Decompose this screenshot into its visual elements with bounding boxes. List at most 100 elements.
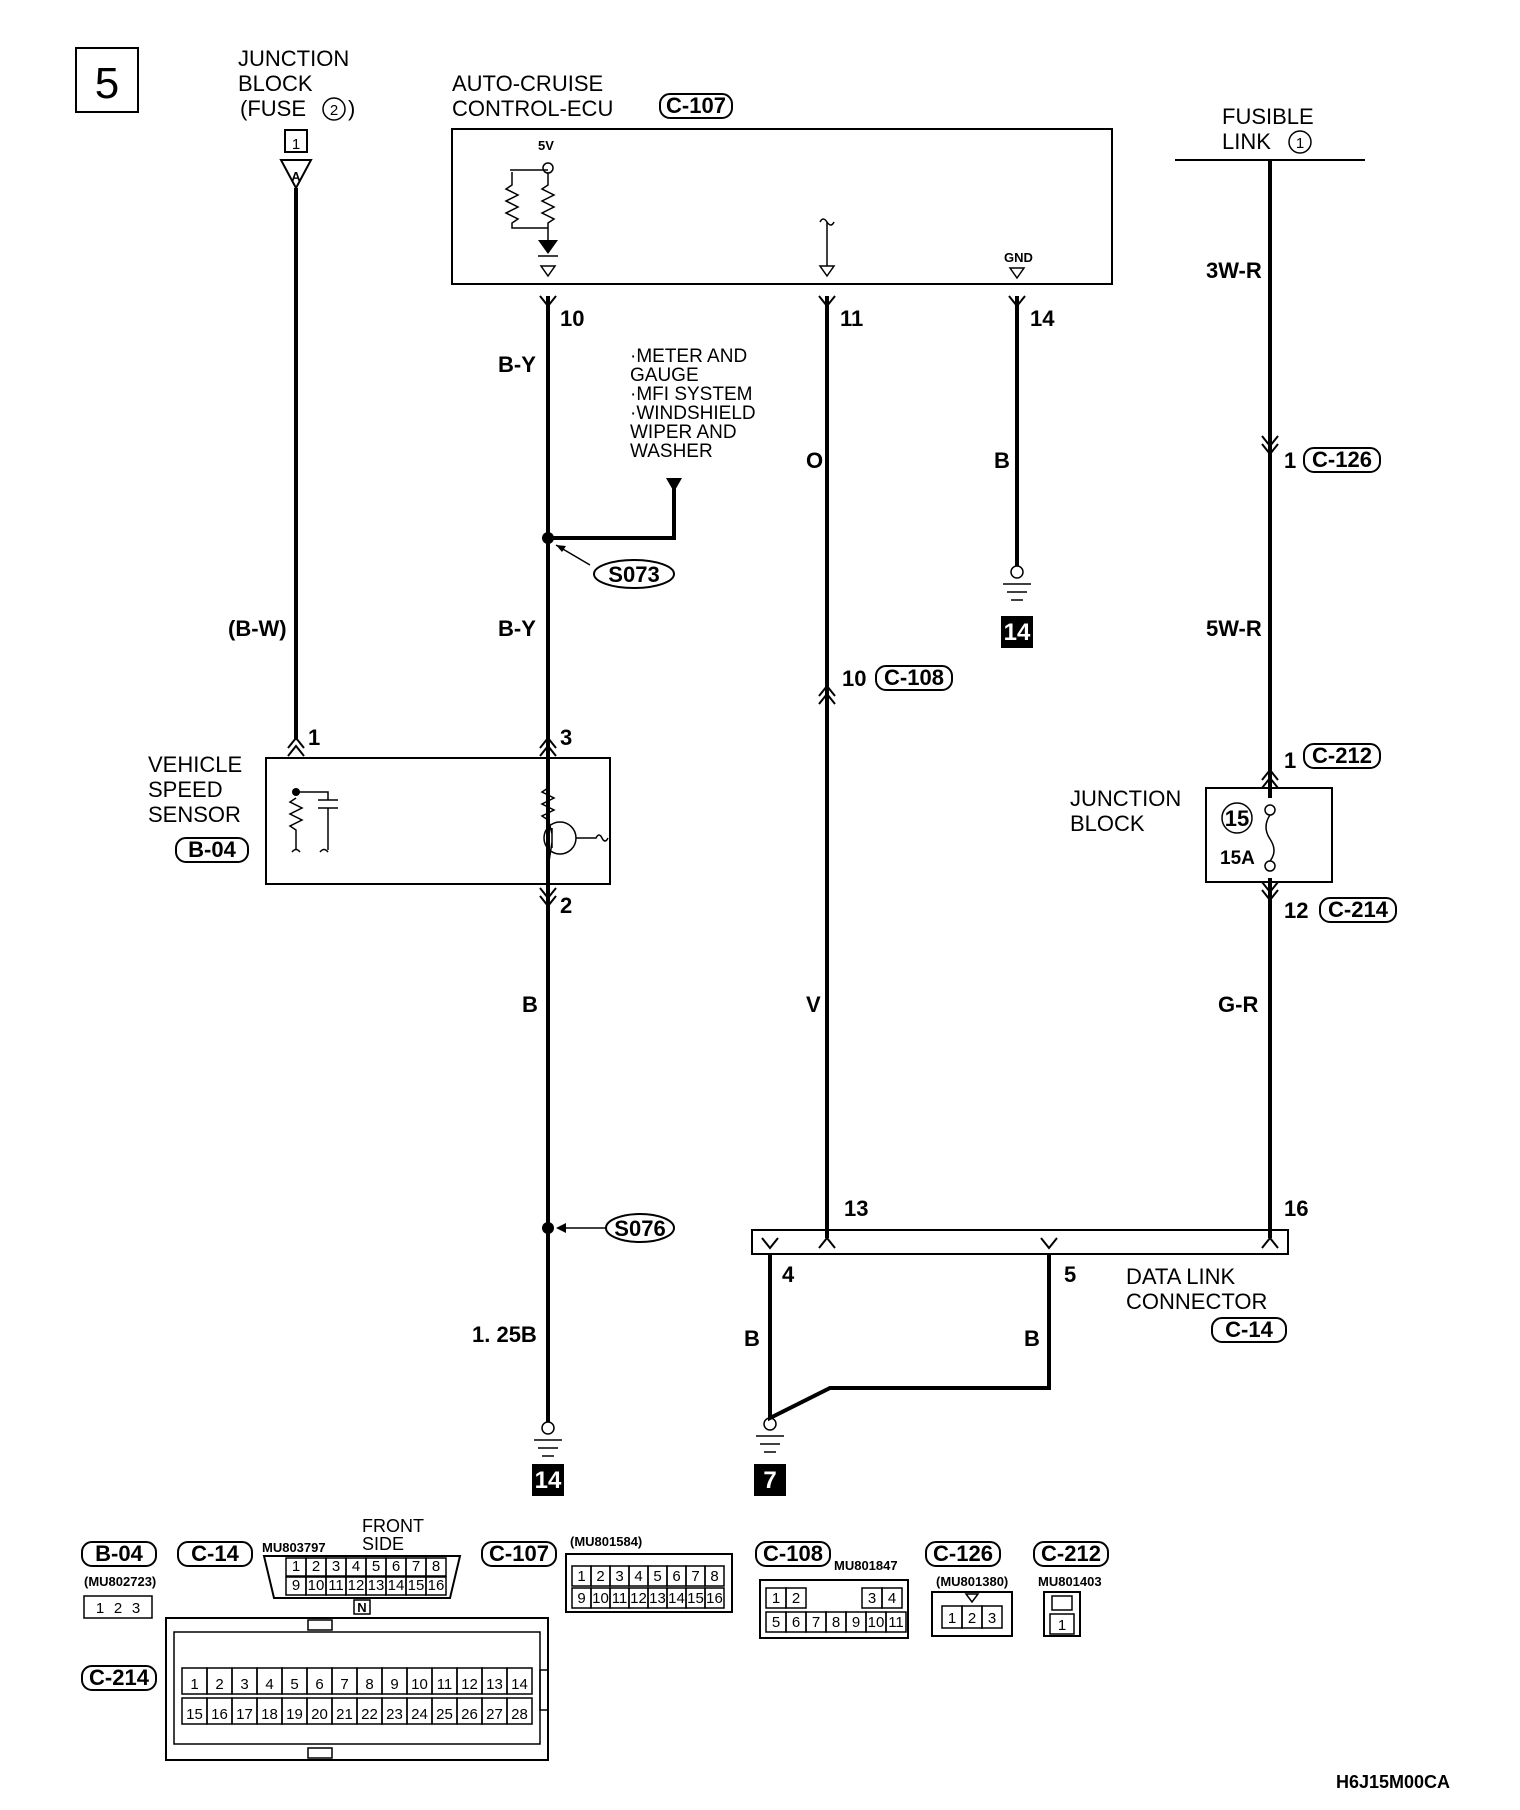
ecu-connector-badge: C-107 xyxy=(666,93,726,118)
c107-view-label: C-107 xyxy=(489,1541,549,1566)
wire-5wr: 5W-R xyxy=(1206,616,1262,641)
pin-ecu-11: 11 xyxy=(840,306,863,331)
c107-cell: 9 xyxy=(577,1590,585,1607)
c214-badge: C-214 xyxy=(1328,897,1389,922)
ecu-label-1: AUTO-CRUISE xyxy=(452,71,603,96)
destination-list: ·METER AND GAUGE ·MFI SYSTEM ·WINDSHIELD… xyxy=(630,346,756,462)
c107-cell: 3 xyxy=(615,1568,623,1585)
c14-side: SIDE xyxy=(362,1534,404,1554)
jb-fuse-label-end: ) xyxy=(348,96,355,121)
c14-cell: 8 xyxy=(432,1558,440,1575)
c107-cell: 2 xyxy=(596,1568,604,1585)
fusible-link: FUSIBLE LINK 1 xyxy=(1175,104,1365,161)
c108-cell: 11 xyxy=(888,1614,904,1631)
c214-cell: 15 xyxy=(186,1706,203,1723)
data-link-connector: DATA LINK CONNECTOR C-14 xyxy=(751,1229,1289,1343)
c126-cell: 2 xyxy=(968,1610,976,1627)
c214-cell-box xyxy=(506,1667,533,1695)
vss-label-1: VEHICLE xyxy=(148,752,242,777)
c214-cell: 1 xyxy=(190,1676,198,1693)
c108-cell: 10 xyxy=(868,1614,885,1631)
c14-cell: 15 xyxy=(408,1577,425,1594)
c212-badge: C-212 xyxy=(1312,743,1372,768)
dlc-label-1: DATA LINK xyxy=(1126,1264,1236,1289)
jb-rating: 15A xyxy=(1220,848,1255,869)
dest-2: GAUGE xyxy=(630,365,699,386)
c126-view-label: C-126 xyxy=(933,1541,993,1566)
jb-label-2: BLOCK xyxy=(1070,811,1145,836)
wire-by-mid: B-Y xyxy=(498,616,536,641)
pin-vss-1: 1 xyxy=(308,725,320,750)
c108-cell: 2 xyxy=(792,1590,800,1607)
c14-part: MU803797 xyxy=(262,1540,326,1555)
c107-cell: 1 xyxy=(577,1568,585,1585)
jb-fuse-label-1: JUNCTION xyxy=(238,46,349,71)
c214-cell: 12 xyxy=(461,1676,478,1693)
c108-view-label: C-108 xyxy=(763,1541,823,1566)
wire-bw: (B-W) xyxy=(228,616,287,641)
wire-gr: G-R xyxy=(1218,992,1258,1017)
c108-part: MU801847 xyxy=(834,1558,898,1573)
c214-cell: 5 xyxy=(290,1676,298,1693)
c107-cell: 8 xyxy=(710,1568,718,1585)
dlc-connector-badge: C-14 xyxy=(1225,1317,1273,1342)
svg-text:A: A xyxy=(291,169,301,184)
c107-cell: 16 xyxy=(706,1590,723,1607)
c107-cell-box xyxy=(704,1587,725,1609)
vss-connector-badge: B-04 xyxy=(188,837,236,862)
vehicle-speed-sensor: VEHICLE SPEED SENSOR B-04 xyxy=(148,752,611,885)
b04-part: (MU802723) xyxy=(84,1574,156,1589)
c14-cell: 1 xyxy=(292,1558,300,1575)
c214-cell: 24 xyxy=(411,1706,428,1723)
c107-cell: 10 xyxy=(592,1590,609,1607)
c14-cell: 10 xyxy=(308,1577,325,1594)
c14-cell: 2 xyxy=(312,1558,320,1575)
c108-cell: 6 xyxy=(792,1614,800,1631)
c214-cell: 11 xyxy=(437,1676,453,1693)
c14-cell: 9 xyxy=(292,1577,300,1594)
c14-cell: 14 xyxy=(388,1577,405,1594)
c214-cell: 18 xyxy=(261,1706,278,1723)
c108-cell-box xyxy=(885,1611,907,1633)
diagram-number-box: 5 xyxy=(75,47,139,113)
c214-cell: 21 xyxy=(336,1706,353,1723)
pin-c108-10: 10 xyxy=(842,666,866,691)
c14-cell: 5 xyxy=(372,1558,380,1575)
c107-cell: 15 xyxy=(687,1590,704,1607)
c14-cell-box xyxy=(425,1576,447,1596)
c108-badge: C-108 xyxy=(884,665,944,690)
c214-cell: 26 xyxy=(461,1706,478,1723)
c107-cell: 7 xyxy=(691,1568,699,1585)
c212-view-label: C-212 xyxy=(1041,1541,1101,1566)
c14-cell: 7 xyxy=(412,1558,420,1575)
dest-4: ·WINDSHIELD xyxy=(630,403,756,424)
fusible-link-label-2: LINK xyxy=(1222,129,1271,154)
ecu-label-2: CONTROL-ECU xyxy=(452,96,613,121)
dest-1: ·METER AND xyxy=(630,346,747,367)
pin-dlc-16: 16 xyxy=(1284,1196,1308,1221)
fusible-link-number: 1 xyxy=(1296,135,1304,152)
c214-cell: 2 xyxy=(215,1676,223,1693)
c108-cell: 3 xyxy=(868,1590,876,1607)
pin-ecu-10: 10 xyxy=(560,306,584,331)
c126-part: (MU801380) xyxy=(936,1574,1008,1589)
splice-s076: S076 xyxy=(614,1216,665,1241)
ground-dlc-7: 7 xyxy=(763,1467,776,1494)
c14-cell: 11 xyxy=(328,1577,344,1594)
c214-cell: 13 xyxy=(486,1676,503,1693)
c214-cell: 25 xyxy=(436,1706,453,1723)
c214-cell: 28 xyxy=(511,1706,528,1723)
c214-cell: 17 xyxy=(236,1706,253,1723)
c214-cell: 19 xyxy=(286,1706,303,1723)
c14-cell: 6 xyxy=(392,1558,400,1575)
pin-vss-3: 3 xyxy=(560,725,572,750)
c214-cell: 9 xyxy=(390,1676,398,1693)
vss-label-2: SPEED xyxy=(148,777,223,802)
c14-mark: N xyxy=(357,1600,366,1615)
dest-3: ·MFI SYSTEM xyxy=(630,384,752,405)
b04-cell: 2 xyxy=(114,1600,122,1617)
jb-fuse-label-2: BLOCK xyxy=(238,71,313,96)
